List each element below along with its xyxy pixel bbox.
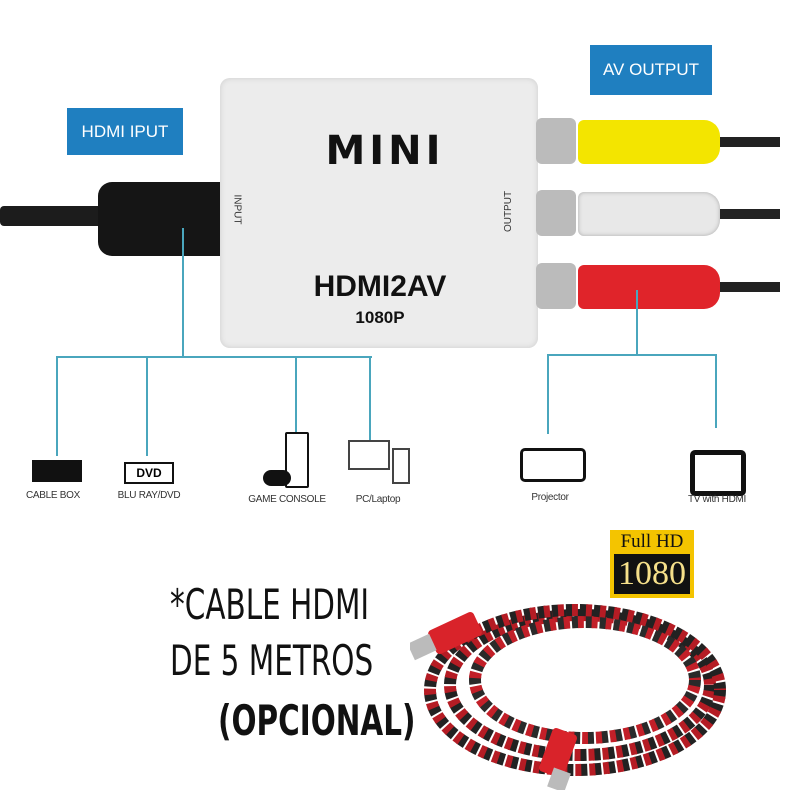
hdmi-cable xyxy=(0,206,110,226)
rca-jack-red xyxy=(536,263,576,309)
promo-line-3: (OPCIONAL) xyxy=(218,696,416,745)
promo-line-1: *CABLE HDMI xyxy=(170,580,370,629)
rca-jack-white xyxy=(536,190,576,236)
adapter-box xyxy=(220,78,538,348)
output-label-projector: Projector xyxy=(531,492,569,503)
rca-plug-white xyxy=(578,192,720,236)
promo-line-2: DE 5 METROS xyxy=(170,636,374,685)
rca-plug-yellow xyxy=(578,120,720,164)
dvd-icon: DVD xyxy=(124,462,174,484)
source-label-game-console: GAME CONSOLE xyxy=(248,494,326,505)
badge-top: Full HD xyxy=(620,531,684,552)
input-port-label: INPUT xyxy=(231,194,243,225)
pc-tower-icon xyxy=(392,448,410,484)
av-output-tag: AV OUTPUT xyxy=(590,45,712,95)
rca-jack-yellow xyxy=(536,118,576,164)
output-port-label: OUTPUT xyxy=(503,190,515,233)
output-label-tv: TV with HDMI xyxy=(687,494,747,505)
rca-cable-white xyxy=(700,209,780,219)
tv-icon xyxy=(690,450,746,496)
hdmi-input-tag: HDMI IPUT xyxy=(67,108,183,155)
adapter-brand: MINI xyxy=(325,128,445,174)
rca-plug-red xyxy=(578,265,720,309)
pc-laptop-icon xyxy=(348,440,390,470)
source-label-dvd: BLU RAY/DVD xyxy=(117,490,181,501)
adapter-resolution: 1080P xyxy=(355,308,405,327)
cable-box-icon xyxy=(32,460,82,482)
badge-bottom: 1080 xyxy=(614,554,690,594)
hdmi-cable-coil xyxy=(410,604,726,790)
projector-icon xyxy=(520,448,586,482)
rca-cable-yellow xyxy=(700,137,780,147)
game-console-icon xyxy=(285,432,309,488)
source-label-pc: PC/Laptop xyxy=(355,494,401,505)
full-hd-badge: Full HD 1080 xyxy=(610,530,694,598)
rca-cable-red xyxy=(700,282,780,292)
gamepad-icon xyxy=(263,470,291,486)
hdmi-plug xyxy=(98,182,224,256)
source-label-cable-box: CABLE BOX xyxy=(26,490,80,501)
adapter-model: HDMI2AV xyxy=(313,270,447,303)
